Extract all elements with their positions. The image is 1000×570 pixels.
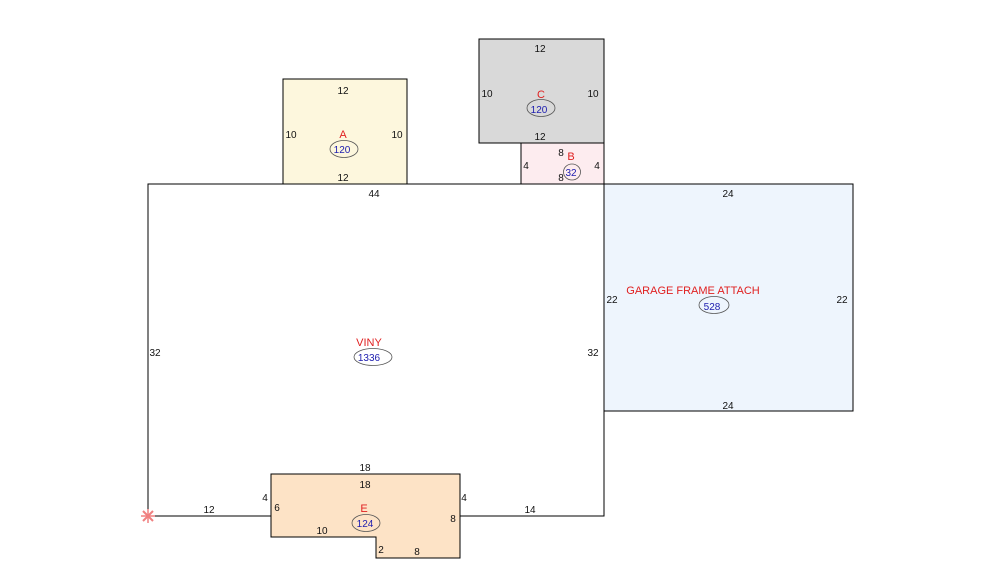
dim-e-left: 6 <box>274 503 280 514</box>
section-garage[interactable] <box>603 183 854 412</box>
section-garage-name: GARAGE FRAME ATTACH <box>626 285 759 297</box>
dim-a-right: 10 <box>391 130 403 141</box>
dim-main-top: 44 <box>368 189 380 200</box>
section-e[interactable] <box>270 473 461 559</box>
dim-main-left: 32 <box>149 348 161 359</box>
section-garage-area-ellipse <box>698 296 730 314</box>
dim-g-left: 22 <box>606 295 618 306</box>
dim-main-bottom-right: 14 <box>524 505 536 516</box>
dim-c-left: 10 <box>481 89 493 100</box>
dim-a-bottom: 12 <box>337 173 349 184</box>
dim-main-notch-right: 4 <box>461 493 467 504</box>
dim-e-top: 18 <box>359 480 371 491</box>
section-c-area: 120 <box>531 105 548 116</box>
dim-b-right: 4 <box>594 161 600 172</box>
section-garage-area: 528 <box>704 302 721 313</box>
section-c-area-ellipse <box>526 99 556 117</box>
dim-g-bottom: 24 <box>722 401 734 412</box>
section-e-area: 124 <box>357 519 374 530</box>
section-b-outline[interactable] <box>520 142 605 185</box>
section-a[interactable] <box>282 78 408 185</box>
dim-b-top: 8 <box>558 148 564 159</box>
section-a-area-ellipse <box>329 140 359 158</box>
section-a-name: A <box>339 129 347 141</box>
dim-c-top: 12 <box>534 44 546 55</box>
dim-e-bottom-right: 8 <box>414 547 420 558</box>
start-point-marker[interactable] <box>141 509 155 523</box>
section-a-area: 120 <box>334 145 351 156</box>
dim-a-top: 12 <box>337 86 349 97</box>
dim-c-bottom: 12 <box>534 132 546 143</box>
dim-c-right: 10 <box>587 89 599 100</box>
section-c-outline[interactable] <box>478 38 605 144</box>
section-b-area: 32 <box>565 168 577 179</box>
section-e-area-ellipse <box>351 514 381 532</box>
section-garage-outline[interactable] <box>603 183 854 412</box>
section-c-name: C <box>537 89 545 101</box>
dim-main-notch-top: 18 <box>359 463 371 474</box>
dim-main-bottom-left: 12 <box>203 505 215 516</box>
dim-b-left: 4 <box>523 161 529 172</box>
section-b[interactable] <box>520 142 605 185</box>
section-e-outline[interactable] <box>270 473 461 559</box>
dim-b-bottom: 8 <box>558 173 564 184</box>
section-a-outline[interactable] <box>282 78 408 185</box>
dim-main-notch-left: 4 <box>262 493 268 504</box>
dim-e-step: 2 <box>378 545 384 556</box>
section-main-area-ellipse <box>353 348 393 366</box>
dim-e-bottom-left: 10 <box>316 526 328 537</box>
section-main-outline[interactable] <box>147 183 605 517</box>
section-main[interactable] <box>147 183 605 517</box>
dim-g-top: 24 <box>722 189 734 200</box>
dim-g-right: 22 <box>836 295 848 306</box>
dim-main-right: 32 <box>587 348 599 359</box>
section-e-name: E <box>360 503 367 515</box>
section-c[interactable] <box>478 38 605 144</box>
dim-e-right: 8 <box>450 514 456 525</box>
section-b-name: B <box>567 151 574 163</box>
section-main-area: 1336 <box>358 353 381 364</box>
section-b-area-ellipse <box>563 163 581 181</box>
dim-a-left: 10 <box>285 130 297 141</box>
section-main-name: VINY <box>356 337 382 349</box>
